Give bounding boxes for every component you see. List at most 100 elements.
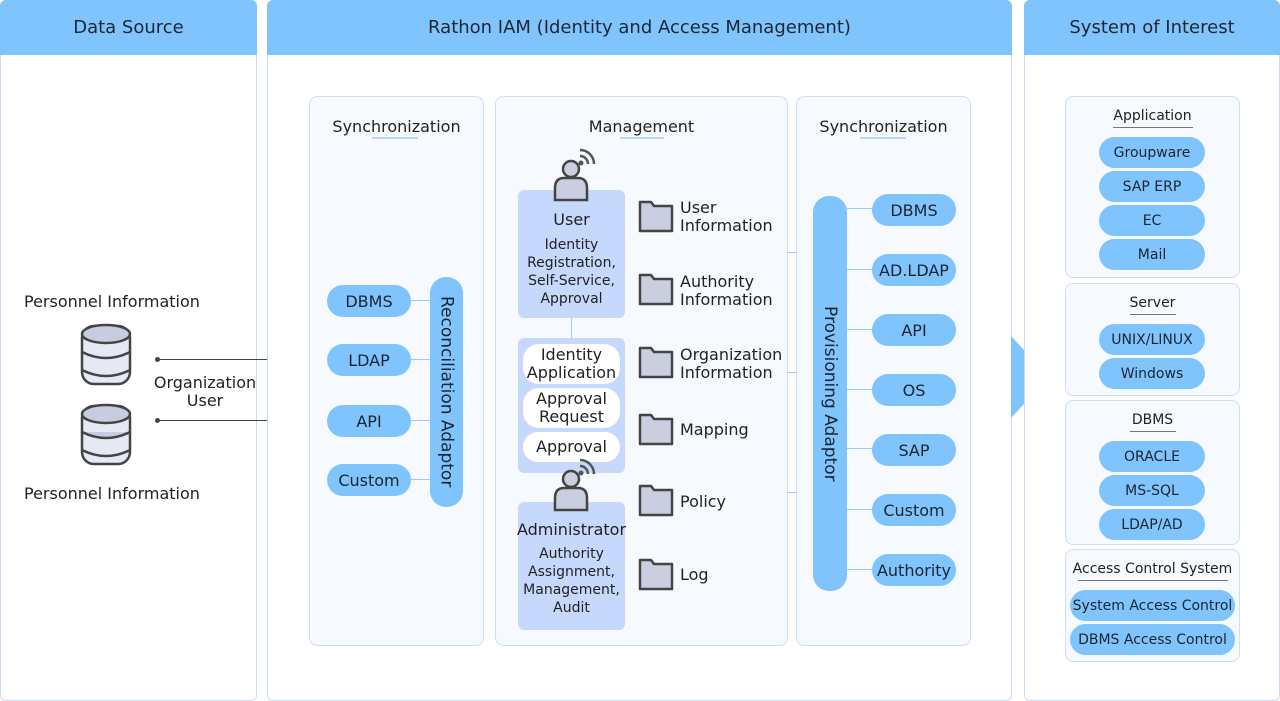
data-source-title: Data Source (73, 17, 184, 38)
system-item: LDAP/AD (1099, 509, 1205, 540)
group-title-underline (1130, 431, 1176, 432)
group-title-underline (1078, 580, 1228, 581)
system-item: SAP ERP (1099, 171, 1205, 202)
user-role-title: User (553, 210, 590, 229)
connector-dot (155, 357, 160, 362)
connector-line (411, 300, 431, 301)
user-desc-line: Approval (540, 291, 603, 307)
org-user-label: Organization User (152, 374, 258, 410)
connector-dot (155, 418, 160, 423)
admin-role-title: Administrator (516, 520, 627, 539)
system-item: Mail (1099, 239, 1205, 270)
sync-left-custom: Custom (327, 464, 411, 496)
connector-line (847, 208, 873, 209)
sync-right-api: API (872, 314, 956, 346)
sync-right-title: Synchronization (819, 117, 948, 136)
folder-authority-info: Authority Information (680, 273, 785, 309)
admin-desc-line: Authority (539, 546, 604, 562)
sync-left-dbms: DBMS (327, 285, 411, 317)
sync-right-dbms: DBMS (872, 194, 956, 226)
personnel-info-bottom: Personnel Information (24, 484, 200, 503)
connector-line (411, 479, 431, 480)
admin-role-box (518, 502, 625, 630)
title-underline (372, 137, 418, 139)
group-title-underline (1130, 314, 1176, 315)
sync-right-sap: SAP (872, 434, 956, 466)
workflow-approval: Approval (523, 432, 620, 462)
connector-line (571, 318, 572, 338)
user-label: User (186, 391, 224, 410)
folder-icon (638, 483, 674, 517)
folder-icon (638, 199, 674, 233)
folder-label-line: Information (680, 363, 773, 382)
user-avatar-icon (550, 148, 596, 204)
user-desc-line: Identity (544, 237, 599, 253)
connector-line (411, 359, 431, 360)
group-title: DBMS (1131, 412, 1174, 428)
provisioning-adaptor: Provisioning Adaptor (813, 196, 847, 591)
management-title: Management (588, 117, 695, 136)
workflow-line: Approval (536, 389, 607, 408)
user-role-box (518, 190, 625, 318)
folder-log: Log (680, 565, 709, 584)
database-icon (80, 402, 132, 468)
folder-mapping: Mapping (680, 420, 749, 439)
admin-role-desc: Authority Assignment, Management, Audit (518, 545, 625, 617)
folder-organization-info: Organization Information (680, 346, 788, 382)
connector-line (847, 389, 873, 390)
workflow-line: Identity (540, 345, 603, 364)
folder-icon (638, 272, 674, 306)
system-item: DBMS Access Control (1070, 624, 1235, 655)
group-title: Access Control System (1072, 561, 1233, 577)
folder-policy: Policy (680, 492, 727, 511)
connector-line (847, 569, 873, 570)
connector-line (847, 509, 873, 510)
iam-header: Rathon IAM (Identity and Access Manageme… (267, 0, 1012, 55)
connector-line (788, 372, 797, 373)
folder-label-line: Organization (680, 345, 783, 364)
admin-desc-line: Audit (553, 600, 590, 616)
folder-icon (638, 345, 674, 379)
user-desc-line: Registration, (527, 255, 616, 271)
connector-line (788, 492, 797, 493)
system-item: Windows (1099, 358, 1205, 389)
workflow-line: Application (526, 363, 617, 382)
sync-right-adldap: AD.LDAP (872, 254, 956, 286)
workflow-line: Approval (536, 437, 607, 456)
sync-right-custom: Custom (872, 494, 956, 526)
folder-user-info: User Information (680, 199, 785, 235)
sync-right-authority: Authority (872, 554, 956, 586)
connector-line (788, 252, 797, 253)
folder-icon (638, 412, 674, 446)
folder-label-line: Authority (680, 272, 755, 291)
reconciliation-adaptor-label: Reconciliation Adaptor (436, 296, 457, 488)
group-title-underline (1113, 127, 1193, 128)
system-header: System of Interest (1024, 0, 1280, 55)
system-item: EC (1099, 205, 1205, 236)
user-role-desc: Identity Registration, Self-Service, App… (518, 236, 625, 308)
sync-left-ldap: LDAP (327, 344, 411, 376)
system-item: UNIX/LINUX (1099, 324, 1205, 355)
folder-icon (638, 557, 674, 591)
system-item: System Access Control (1070, 590, 1235, 621)
folder-label-line: User (680, 198, 717, 217)
system-item: ORACLE (1099, 441, 1205, 472)
reconciliation-adaptor: Reconciliation Adaptor (430, 277, 463, 507)
system-item: MS-SQL (1099, 475, 1205, 506)
system-title: System of Interest (1069, 17, 1235, 38)
folder-label-line: Information (680, 290, 773, 309)
sync-left-api: API (327, 405, 411, 437)
admin-avatar-icon (550, 458, 596, 514)
user-desc-line: Self-Service, (528, 273, 615, 289)
title-underline (620, 137, 664, 139)
iam-title: Rathon IAM (Identity and Access Manageme… (428, 17, 851, 38)
org-label: Organization (153, 373, 257, 392)
system-item: Groupware (1099, 137, 1205, 168)
personnel-info-top: Personnel Information (24, 292, 200, 311)
group-title: Server (1129, 295, 1176, 311)
connector-line (411, 420, 431, 421)
data-source-header: Data Source (0, 0, 257, 55)
provisioning-adaptor-label: Provisioning Adaptor (820, 305, 840, 482)
